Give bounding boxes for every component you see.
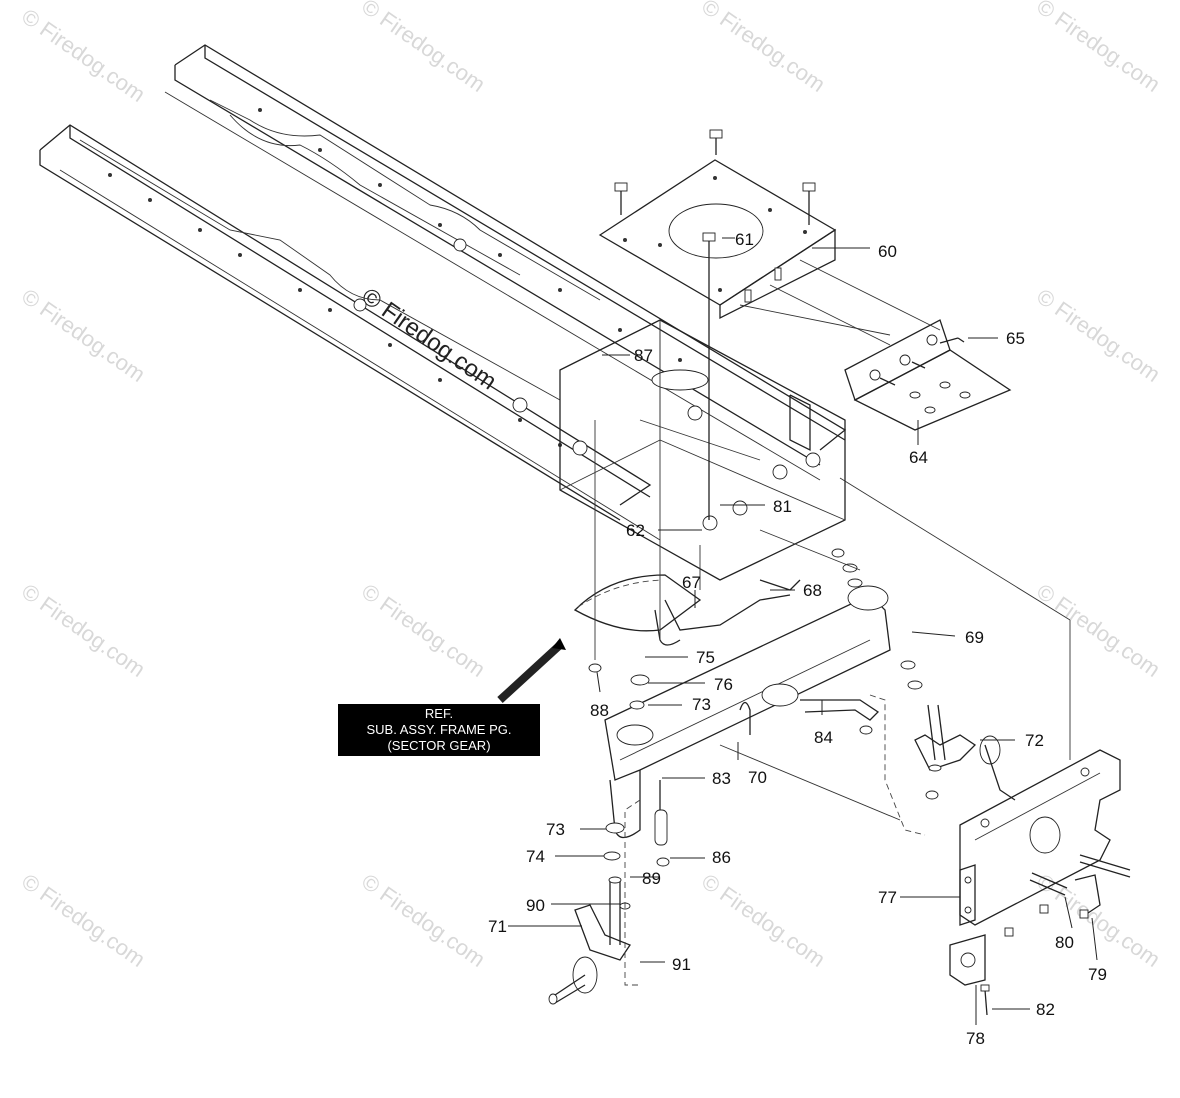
washers: [588, 548, 939, 910]
part-label-86: 86: [712, 848, 731, 867]
carriage-bolt: [702, 232, 716, 520]
part-label-88: 88: [590, 701, 609, 720]
center-plate: [559, 319, 846, 581]
part-label-87: 87: [634, 346, 653, 365]
part-label-69: 69: [965, 628, 984, 647]
watermark: © Firedog.com: [1032, 284, 1165, 387]
part-label-79: 79: [1088, 965, 1107, 984]
part-label-91: 91: [672, 955, 691, 974]
part-label-67: 67: [682, 573, 701, 592]
watermark: © Firedog.com: [1032, 869, 1165, 972]
part-label-60: 60: [878, 242, 897, 261]
watermark: © Firedog.com: [17, 579, 150, 682]
part-label-65: 65: [1006, 329, 1025, 348]
carriage-bolt: [614, 182, 628, 215]
part-label-82: 82: [1036, 1000, 1055, 1019]
watermark: © Firedog.com: [1032, 579, 1165, 682]
ref-line-3: (SECTOR GEAR): [387, 738, 490, 753]
spindle-left: [548, 876, 631, 1005]
part-label-80: 80: [1055, 933, 1074, 952]
part-label-73: 73: [546, 820, 565, 839]
part-callouts: 60 61 62 64 65 67 68 69 70 71 72 73 73 7…: [488, 230, 1107, 1048]
watermark: © Firedog.com: [697, 869, 830, 972]
carriage-bolt: [802, 182, 816, 225]
carriage-bolt: [709, 129, 723, 155]
part-label-78: 78: [966, 1029, 985, 1048]
part-label-90: 90: [526, 896, 545, 915]
frame-rail-rear: [164, 44, 847, 481]
watermark: © Firedog.com: [1032, 0, 1165, 97]
bumper-bracket: [959, 749, 1131, 926]
watermark: © Firedog.com: [17, 869, 150, 972]
part-label-68: 68: [803, 581, 822, 600]
part-label-71: 71: [488, 917, 507, 936]
part-label-70: 70: [748, 768, 767, 787]
part-label-81: 81: [773, 497, 792, 516]
watermark: © Firedog.com: [17, 4, 150, 107]
part-label-64: 64: [909, 448, 928, 467]
part-label-73: 73: [692, 695, 711, 714]
steering-plate: [598, 159, 837, 320]
part-label-62: 62: [626, 521, 645, 540]
front-bracket: [844, 319, 1012, 431]
ref-box: [338, 704, 540, 756]
part-label-61: 61: [735, 230, 754, 249]
watermark: © Firedog.com: [17, 284, 150, 387]
watermark: © Firedog.com: [357, 579, 490, 682]
watermark: © Firedog.com: [697, 0, 830, 97]
part-label-75: 75: [696, 648, 715, 667]
part-label-74: 74: [526, 847, 545, 866]
tie-rod-83: [654, 780, 668, 846]
watermarks: © Firedog.com © Firedog.com © Firedog.co…: [17, 0, 1165, 972]
screw-82: [980, 984, 990, 1016]
sector-gear: [573, 574, 702, 632]
ref-line-1: REF.: [425, 706, 453, 721]
part-label-89: 89: [642, 869, 661, 888]
tie-rod-84: [800, 699, 880, 721]
frame-rail-front: [39, 124, 661, 541]
part-label-77: 77: [878, 888, 897, 907]
part-label-72: 72: [1025, 731, 1044, 750]
part-label-83: 83: [712, 769, 731, 788]
front-axle: [604, 585, 891, 839]
watermark: © Firedog.com: [357, 869, 490, 972]
spindle-right: [914, 704, 1016, 801]
bracket-78: [949, 934, 986, 986]
ref-line-2: SUB. ASSY. FRAME PG.: [367, 722, 512, 737]
bolt-61-group: [614, 129, 816, 520]
guide-lines: [594, 259, 1071, 986]
watermark: © Firedog.com: [357, 0, 490, 97]
part-label-76: 76: [714, 675, 733, 694]
part-label-84: 84: [814, 728, 833, 747]
bolt-80-79: [1004, 872, 1101, 937]
ref-callout: REF. SUB. ASSY. FRAME PG. (SECTOR GEAR): [338, 638, 566, 756]
frame-holes: [108, 108, 682, 447]
